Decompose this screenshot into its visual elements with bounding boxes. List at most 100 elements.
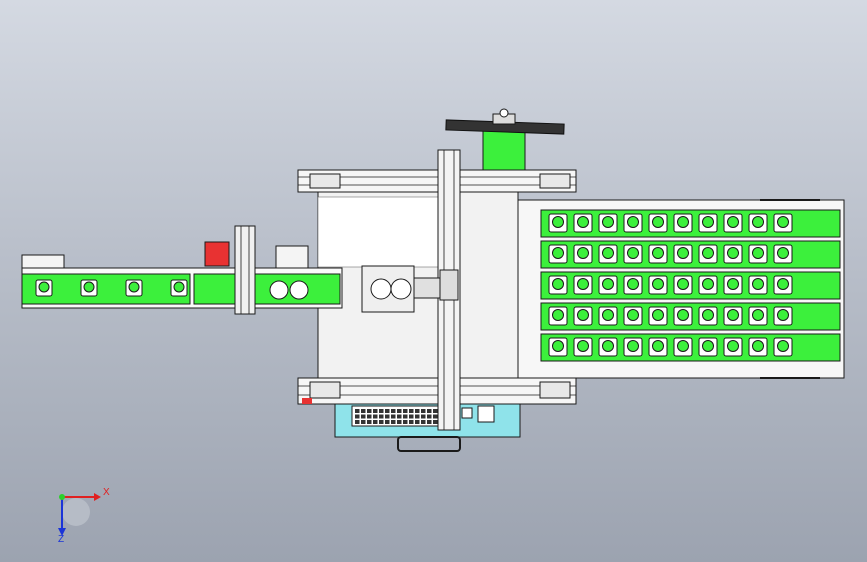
keyboard-key <box>421 420 426 424</box>
tray-cell <box>723 337 743 357</box>
tray-cell <box>648 213 668 233</box>
tray-cell <box>673 244 693 264</box>
tray-cell <box>573 306 593 326</box>
infeed-pocket <box>125 279 143 297</box>
keyboard-key <box>379 414 384 419</box>
tray-cell <box>773 306 793 326</box>
tray-cell <box>648 306 668 326</box>
tray-cell <box>773 275 793 295</box>
tray-cell <box>748 306 768 326</box>
keyboard-key <box>427 409 432 413</box>
keyboard-key <box>391 414 396 419</box>
tray-cell <box>648 337 668 357</box>
tray-cell <box>748 337 768 357</box>
keyboard-key <box>403 420 408 424</box>
keyboard-key <box>397 420 402 424</box>
keyboard-key <box>361 420 366 424</box>
tray-cell <box>598 337 618 357</box>
tray-cell <box>773 337 793 357</box>
keyboard-key <box>373 414 378 419</box>
tray-cell <box>698 275 718 295</box>
tray-cell <box>623 244 643 264</box>
tray-cell <box>598 306 618 326</box>
tray-cell <box>723 213 743 233</box>
keyboard-key <box>379 409 384 413</box>
top-motor-bracket <box>445 108 565 173</box>
tray-cell <box>723 306 743 326</box>
z-axis-label: Z <box>58 534 65 545</box>
gripper-head <box>361 265 441 313</box>
tray-cell <box>573 213 593 233</box>
tray-cell <box>773 213 793 233</box>
tray-cell <box>623 275 643 295</box>
tray-cell <box>548 244 568 264</box>
tray-cell <box>598 213 618 233</box>
tray-cell <box>673 306 693 326</box>
tray-grid <box>540 209 841 362</box>
tray-cell <box>623 213 643 233</box>
gantry-beam <box>437 149 461 431</box>
keyboard-key <box>403 409 408 413</box>
tray-cell <box>573 275 593 295</box>
keyboard-key <box>433 420 438 424</box>
keyboard-key <box>355 420 360 424</box>
x-axis-label: X <box>103 487 110 498</box>
tray-cell <box>548 213 568 233</box>
tray-cell <box>573 337 593 357</box>
keyboard-keys <box>355 409 438 424</box>
keyboard-key <box>433 409 438 413</box>
keyboard-key <box>415 420 420 424</box>
keyboard-key <box>391 420 396 424</box>
tray-cell <box>748 244 768 264</box>
tray-cell <box>698 244 718 264</box>
tray-cell <box>773 244 793 264</box>
keyboard-key <box>415 414 420 419</box>
tray-cell <box>673 275 693 295</box>
control-panel <box>334 403 521 452</box>
keyboard-key <box>367 414 372 419</box>
tray-cell <box>748 275 768 295</box>
keyboard-key <box>409 420 414 424</box>
tray-cell <box>623 337 643 357</box>
tray-cell <box>598 244 618 264</box>
tray-cell <box>648 244 668 264</box>
keyboard-key <box>409 409 414 413</box>
tray-cell <box>648 275 668 295</box>
keyboard-key <box>427 420 432 424</box>
keyboard-key <box>409 414 414 419</box>
tray-cell <box>573 244 593 264</box>
keyboard-key <box>373 420 378 424</box>
bottom-rail <box>297 377 577 405</box>
tray-cell <box>723 244 743 264</box>
tray-cell <box>723 275 743 295</box>
keyboard-key <box>373 409 378 413</box>
infeed-pockets <box>35 279 188 297</box>
tray-cell <box>598 275 618 295</box>
tray-cell <box>698 306 718 326</box>
keyboard-key <box>379 420 384 424</box>
tray-cell <box>748 213 768 233</box>
tray-cell <box>673 213 693 233</box>
keyboard-key <box>361 409 366 413</box>
tray-cell <box>698 213 718 233</box>
keyboard-key <box>355 414 360 419</box>
tray-cell <box>698 337 718 357</box>
keyboard-key <box>367 420 372 424</box>
keyboard-key <box>433 414 438 419</box>
tray-cell <box>673 337 693 357</box>
keyboard-key <box>403 414 408 419</box>
infeed-pocket <box>35 279 53 297</box>
infeed-pocket <box>170 279 188 297</box>
tray-cell <box>623 306 643 326</box>
tray-cell <box>548 306 568 326</box>
keyboard-key <box>361 414 366 419</box>
output-tray <box>517 199 845 379</box>
keyboard-key <box>355 409 360 413</box>
keyboard-key <box>397 409 402 413</box>
keyboard-key <box>415 409 420 413</box>
infeed-conveyor <box>21 225 343 315</box>
keyboard-key <box>391 409 396 413</box>
tray-cell <box>548 275 568 295</box>
